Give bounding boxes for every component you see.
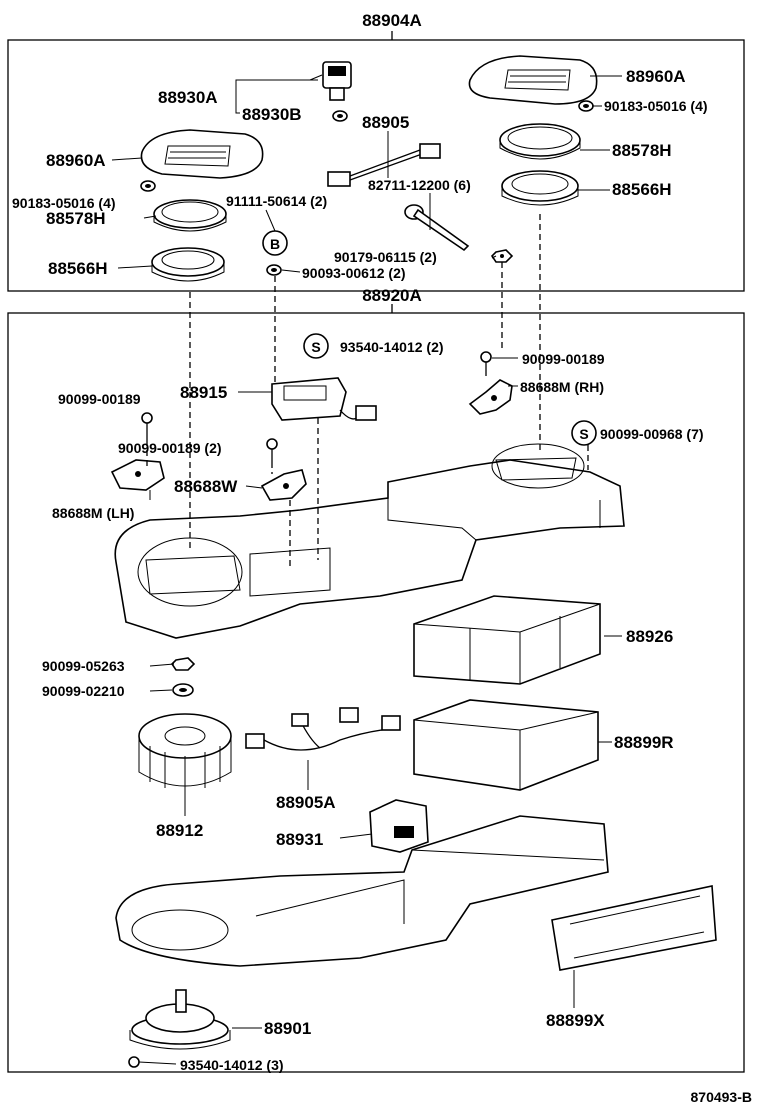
- lower-case: [115, 815, 609, 967]
- marker-b: B: [262, 230, 288, 256]
- label-88566H-right: 88566H: [612, 180, 672, 199]
- label-90183-right: 90183-05016 (4): [604, 98, 708, 114]
- label-88915: 88915: [180, 383, 227, 402]
- ring-88578H-right: [499, 123, 581, 160]
- label-88578H-left: 88578H: [46, 209, 106, 228]
- evaporator-88926: [413, 595, 601, 685]
- label-88688M-rh: 88688M (RH): [520, 379, 604, 395]
- label-88926: 88926: [626, 627, 673, 646]
- label-90099-00189-right: 90099-00189: [522, 351, 605, 367]
- switch-88930A: [322, 61, 352, 101]
- label-88899R: 88899R: [614, 733, 674, 752]
- label-93540-bottom: 93540-14012 (3): [180, 1057, 284, 1073]
- label-88688W: 88688W: [174, 477, 238, 496]
- screw-90099-00189-left: [141, 412, 153, 440]
- harness-88905A: [245, 707, 401, 790]
- svg-text:S: S: [579, 426, 588, 442]
- label-90099-00189-left: 90099-00189: [58, 391, 141, 407]
- bracket-88688M-rh: [468, 379, 513, 415]
- svg-text:B: B: [270, 236, 280, 252]
- label-90093: 90093-00612 (2): [302, 265, 406, 281]
- ring-88578H-left: [153, 199, 227, 232]
- label-90099-02210: 90099-02210: [42, 683, 125, 699]
- fan-88912: [138, 713, 232, 816]
- nut-90099-05263: [170, 657, 196, 671]
- bracket-88688W: [260, 469, 307, 501]
- label-90099-00968: 90099-00968 (7): [600, 426, 704, 442]
- label-90099-00189-2: 90099-00189 (2): [118, 440, 222, 456]
- resistor-88915: [271, 377, 377, 421]
- wire-88905: [327, 143, 441, 187]
- nut-90183-left: [140, 180, 156, 192]
- label-88688M-lh: 88688M (LH): [52, 505, 134, 521]
- label-88930B: 88930B: [242, 105, 302, 124]
- label-reference-number: 870493-B: [691, 1089, 753, 1105]
- label-88920A: 88920A: [362, 286, 422, 305]
- screw-93540-bottom: [128, 1056, 177, 1068]
- label-88905: 88905: [362, 113, 409, 132]
- svg-text:S: S: [311, 339, 320, 355]
- label-88931: 88931: [276, 830, 323, 849]
- label-88901: 88901: [264, 1019, 311, 1038]
- nut-90093: [266, 264, 282, 276]
- ring-88566H-right: [501, 170, 579, 206]
- nut-90179: [490, 249, 514, 263]
- label-88960A-right: 88960A: [626, 67, 686, 86]
- label-88905A: 88905A: [276, 793, 336, 812]
- label-88899X: 88899X: [546, 1011, 605, 1030]
- tie-82711: [404, 204, 470, 252]
- screw-90099-00189-right: [480, 351, 492, 376]
- marker-s-right: S: [571, 420, 597, 446]
- label-88912: 88912: [156, 821, 203, 840]
- label-82711: 82711-12200 (6): [368, 177, 471, 193]
- label-88578H-right: 88578H: [612, 141, 672, 160]
- label-90179: 90179-06115 (2): [334, 249, 437, 265]
- label-90099-05263: 90099-05263: [42, 658, 125, 674]
- label-88930A: 88930A: [158, 88, 218, 107]
- label-88960A-left: 88960A: [46, 151, 106, 170]
- label-90183-left: 90183-05016 (4): [12, 195, 116, 211]
- grille-88960A-left: [140, 129, 264, 179]
- nut-90183-right: [578, 100, 594, 112]
- label-91111: 91111-50614 (2): [226, 193, 327, 209]
- case-88920A: [114, 443, 625, 639]
- bracket-88688M-lh: [110, 459, 165, 491]
- clip-88930B: [332, 110, 348, 122]
- housing-88899R: [413, 699, 599, 791]
- lower-assembly-frame: [7, 312, 745, 1073]
- label-93540-top: 93540-14012 (2): [340, 339, 444, 355]
- washer-90099-02210: [172, 683, 194, 697]
- upper-assembly-frame: [7, 39, 745, 292]
- panel-88899X: [551, 885, 717, 1008]
- label-88566H-left: 88566H: [48, 259, 108, 278]
- label-88904A: 88904A: [362, 11, 422, 30]
- motor-88901: [129, 989, 231, 1050]
- screw-90099-00189-mid: [266, 438, 278, 462]
- marker-s-top: S: [303, 333, 329, 359]
- grille-88960A-right: [468, 55, 598, 105]
- amplifier-88931: [369, 799, 429, 853]
- ring-88566H-left: [151, 247, 225, 282]
